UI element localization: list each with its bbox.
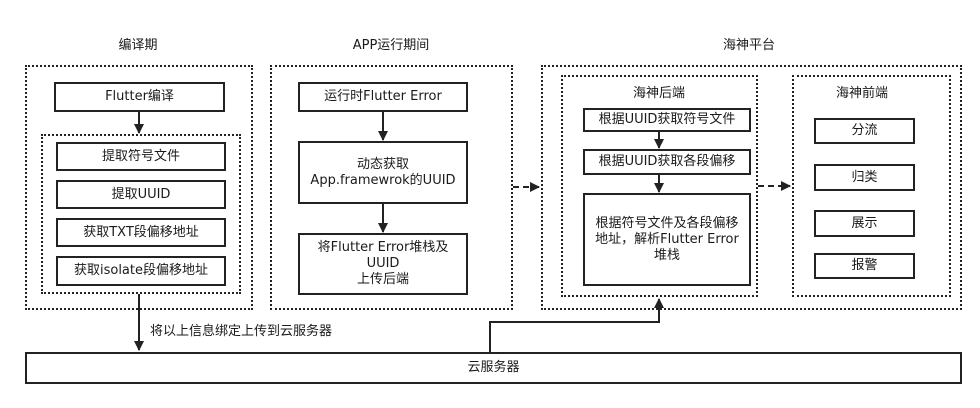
frontend-group	[792, 75, 951, 297]
frontend-item-classify: 归类	[814, 164, 915, 191]
upload-edge-label: 将以上信息绑定上传到云服务器	[150, 324, 333, 339]
app-runtime-group	[270, 65, 513, 310]
extract-symbol-file-box: 提取符号文件	[56, 142, 226, 171]
backend-group	[561, 75, 758, 297]
frontend-item-split: 分流	[814, 118, 915, 144]
app-runtime-title: APP运行期间	[352, 38, 430, 53]
get-txt-offset-box: 获取TXT段偏移地址	[56, 218, 226, 247]
runtime-flutter-error-box: 运行时Flutter Error	[298, 82, 468, 112]
arrow-cloud-to-backend	[489, 298, 664, 352]
compile-extract-group	[41, 134, 241, 294]
extract-uuid-box: 提取UUID	[56, 180, 226, 209]
platform-title: 海神平台	[722, 38, 776, 53]
backend-title: 海神后端	[632, 86, 686, 101]
frontend-item-alert: 报警	[814, 253, 915, 279]
resolve-stack-box: 根据符号文件及各段偏移 地址，解析Flutter Error 堆栈	[583, 193, 751, 286]
get-framework-uuid-box: 动态获取 App.framewrok的UUID	[298, 141, 468, 204]
get-offsets-by-uuid-box: 根据UUID获取各段偏移	[583, 149, 751, 175]
flutter-compile-box: Flutter编译	[54, 82, 225, 112]
frontend-title: 海神前端	[835, 86, 889, 101]
get-symbol-by-uuid-box: 根据UUID获取符号文件	[583, 108, 751, 132]
frontend-item-display: 展示	[814, 210, 915, 237]
compile-stage-title: 编译期	[118, 38, 158, 53]
get-isolate-offset-box: 获取isolate段偏移地址	[56, 256, 226, 286]
cloud-server-box: 云服务器	[25, 352, 962, 384]
upload-stack-box: 将Flutter Error堆栈及 UUID 上传后端	[298, 233, 468, 295]
platform-group	[541, 65, 962, 310]
